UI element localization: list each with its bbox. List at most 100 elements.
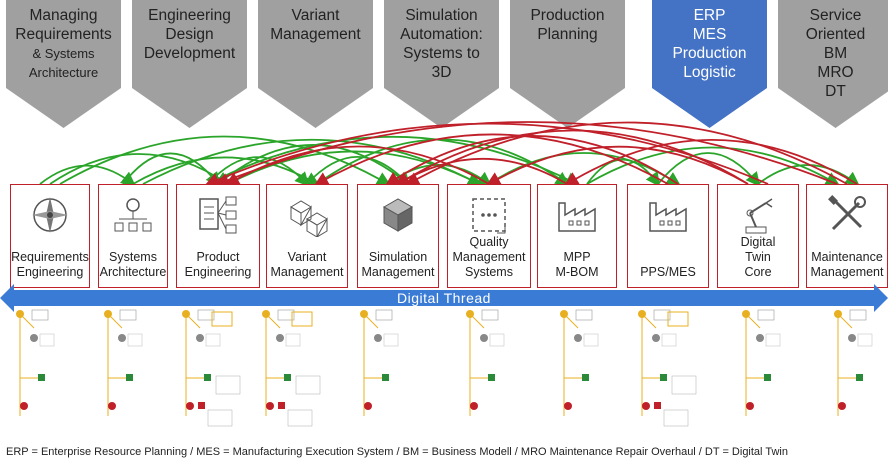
system-label-line: MPP: [563, 250, 591, 264]
red-link-arrow: [394, 157, 568, 186]
phase-label-line: MES: [692, 26, 727, 43]
cubes-icon: [285, 193, 329, 239]
green-link-arrow: [316, 138, 570, 187]
network-gear-icon: [111, 193, 155, 237]
mini-structure-tree: [258, 306, 328, 436]
green-link-arrow: [132, 156, 321, 186]
system-label-line: Core: [744, 265, 772, 279]
green-link-arrow: [122, 152, 221, 187]
system-label-line: Product: [196, 250, 240, 264]
mini-structure-tree: [356, 306, 408, 436]
product-structure-icon: [196, 193, 240, 237]
phase-label-line: Oriented: [805, 26, 866, 43]
system-label-line: Digital: [740, 235, 776, 249]
abbreviation-footnote: ERP = Enterprise Resource Planning / MES…: [6, 446, 788, 458]
phase-label-line: Logistic: [683, 64, 736, 81]
red-link-arrow: [384, 135, 679, 186]
phase-label-line: Development: [143, 45, 236, 62]
factory-icon: [555, 193, 599, 237]
system-label-line: Twin: [745, 250, 771, 264]
connection-arcs: [39, 121, 860, 187]
system-label-line: Management: [270, 265, 344, 279]
phase-label-line: Automation:: [400, 26, 483, 43]
system-label-line: Engineering: [16, 265, 84, 279]
green-link-arrow: [586, 158, 661, 187]
mini-structure-tree: [100, 306, 152, 436]
phase-label-line: Planning: [537, 26, 598, 43]
system-label: PPS/MES: [628, 265, 708, 280]
phase-label-line: Managing: [29, 7, 98, 24]
phase-label-line: Variant: [291, 7, 340, 24]
system-label-line: Variant: [287, 250, 327, 264]
green-link-arrow: [207, 135, 581, 186]
red-link-arrow: [404, 121, 848, 186]
system-box-8: PPS/MES: [627, 184, 709, 288]
system-label-line: Requirements: [11, 250, 89, 264]
system-label-line: Systems: [465, 265, 513, 279]
system-label-line: Management: [452, 250, 526, 264]
system-label-line: PPS/MES: [640, 265, 696, 279]
robot-arm-icon: [736, 193, 780, 237]
system-label-line: Architecture: [99, 265, 167, 279]
phase-label-line: & Systems: [32, 46, 95, 61]
phase-label-line: Engineering: [148, 7, 231, 24]
phase-label-line: Production: [672, 45, 747, 62]
red-link-arrow: [214, 121, 838, 187]
tools-icon: [825, 193, 869, 237]
mini-structure-tree: [738, 306, 790, 436]
digital-thread-label: Digital Thread: [397, 290, 491, 306]
system-label-line: Management: [361, 265, 435, 279]
phase-label-line: Management: [270, 26, 361, 43]
red-link-arrow: [485, 145, 749, 186]
phase-label-line: Requirements: [15, 26, 112, 43]
phase-label-line: Systems to: [403, 45, 480, 62]
green-link-arrow: [59, 135, 392, 186]
quality-dashed-box-icon: [467, 193, 511, 237]
phase-label-line: Architecture: [28, 65, 99, 80]
mini-structure-tree: [178, 306, 248, 436]
phase-label-line: DT: [825, 83, 846, 100]
red-link-arrow: [204, 122, 769, 187]
system-label-line: Management: [810, 265, 884, 279]
mini-structure-tree: [830, 306, 882, 436]
digital-thread-arrow: [0, 284, 888, 312]
red-link-arrow: [394, 129, 749, 186]
phase-label-line: Production: [530, 7, 605, 24]
mini-structure-tree: [462, 306, 514, 436]
system-label-line: Engineering: [184, 265, 252, 279]
mini-structure-tree: [634, 306, 704, 436]
red-link-arrow: [313, 133, 669, 186]
system-label-line: Quality: [469, 235, 509, 249]
system-label-line: Systems: [109, 250, 157, 264]
phase-label-line: MRO: [817, 64, 854, 81]
factory-icon: [646, 193, 690, 237]
phase-label-line: 3D: [431, 64, 452, 81]
mini-structure-tree: [556, 306, 608, 436]
system-label-line: M-BOM: [555, 265, 599, 279]
green-link-arrow: [657, 152, 761, 187]
